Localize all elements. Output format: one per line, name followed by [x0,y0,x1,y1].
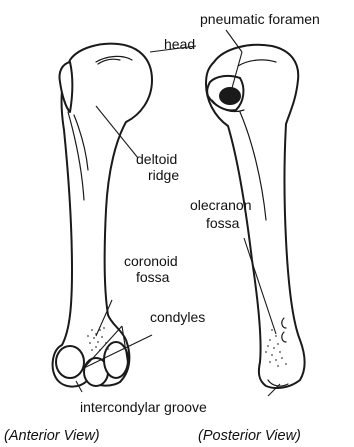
label-coronoid: coronoid [124,253,178,269]
pneumatic-foramen-hole [219,87,241,105]
label-ridge: ridge [148,167,179,183]
label-coronoid-fossa: fossa [136,269,170,285]
label-head: head [164,36,195,52]
label-olecranon-fossa: fossa [206,215,240,231]
anterior-condyle-mid [104,342,128,378]
anterior-humerus [53,44,152,387]
label-pneumatic-foramen: pneumatic foramen [200,11,320,27]
label-anterior-view: (Anterior View) [4,428,100,444]
label-posterior-view: (Posterior View) [198,428,301,444]
label-condyles: condyles [150,309,205,325]
label-intercondylar-groove: intercondylar groove [80,399,207,415]
label-olecranon: olecranon [190,197,252,213]
anterior-condyle-left [56,346,84,378]
label-deltoid: deltoid [136,151,177,167]
